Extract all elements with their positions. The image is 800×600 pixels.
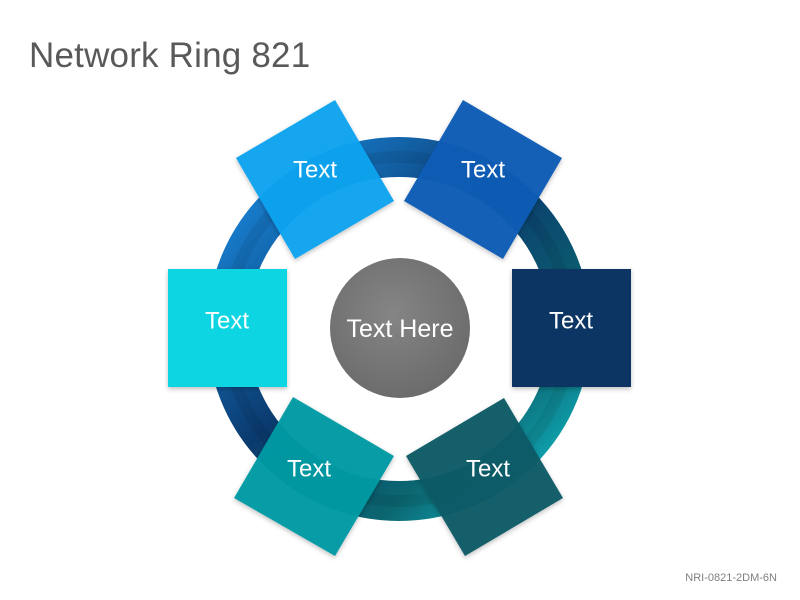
footer-code: NRI-0821-2DM-6N bbox=[685, 572, 777, 584]
node-shape-bottom-left bbox=[234, 397, 394, 556]
center-node: Text Here bbox=[330, 258, 470, 398]
node-label-bottom-left: Text bbox=[287, 456, 331, 483]
node-shape-top-right bbox=[404, 100, 562, 259]
node-right: Text bbox=[512, 269, 631, 387]
node-shape-bottom-right bbox=[406, 398, 563, 556]
center-label: Text Here bbox=[347, 315, 454, 343]
node-top-left: Text bbox=[236, 100, 394, 259]
node-top-right: Text bbox=[404, 100, 562, 259]
page-title: Network Ring 821 bbox=[29, 36, 311, 75]
node-label-top-left: Text bbox=[293, 157, 337, 184]
node-shape-right bbox=[512, 269, 631, 387]
node-shape-left bbox=[168, 269, 287, 387]
node-label-left: Text bbox=[205, 308, 249, 335]
node-shape-top-left bbox=[236, 100, 394, 259]
node-label-top-right: Text bbox=[461, 157, 505, 184]
node-left: Text bbox=[168, 269, 287, 387]
node-bottom-right: Text bbox=[406, 398, 563, 556]
node-bottom-left: Text bbox=[234, 397, 394, 556]
center-circle bbox=[330, 258, 470, 398]
node-label-right: Text bbox=[549, 308, 593, 335]
node-label-bottom-right: Text bbox=[466, 456, 510, 483]
